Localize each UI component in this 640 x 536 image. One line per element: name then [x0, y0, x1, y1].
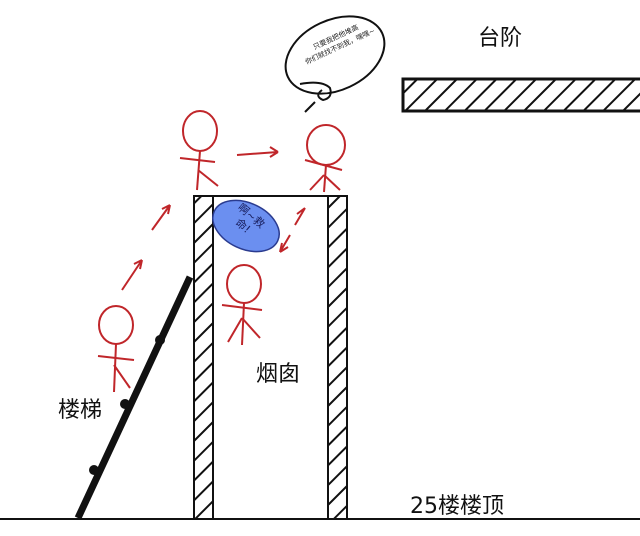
label-chimney: 烟囱 — [256, 362, 301, 387]
ladder — [74, 275, 194, 520]
chimney-left-wall — [193, 195, 214, 520]
path-arrows — [121, 146, 306, 291]
stick-figure-on-ladder — [97, 305, 135, 393]
stick-figure-top-left — [179, 110, 219, 191]
speech-bubble — [284, 15, 386, 113]
stick-figure-falling — [221, 264, 263, 346]
label-ladder: 楼梯 — [58, 398, 103, 423]
step-platform — [401, 77, 640, 113]
cry-bubble — [212, 199, 280, 253]
stick-figure-pusher — [304, 124, 346, 193]
chimney-right-wall — [327, 195, 348, 520]
label-step: 台阶 — [478, 26, 523, 51]
label-rooftop: 25楼楼顶 — [410, 494, 504, 519]
